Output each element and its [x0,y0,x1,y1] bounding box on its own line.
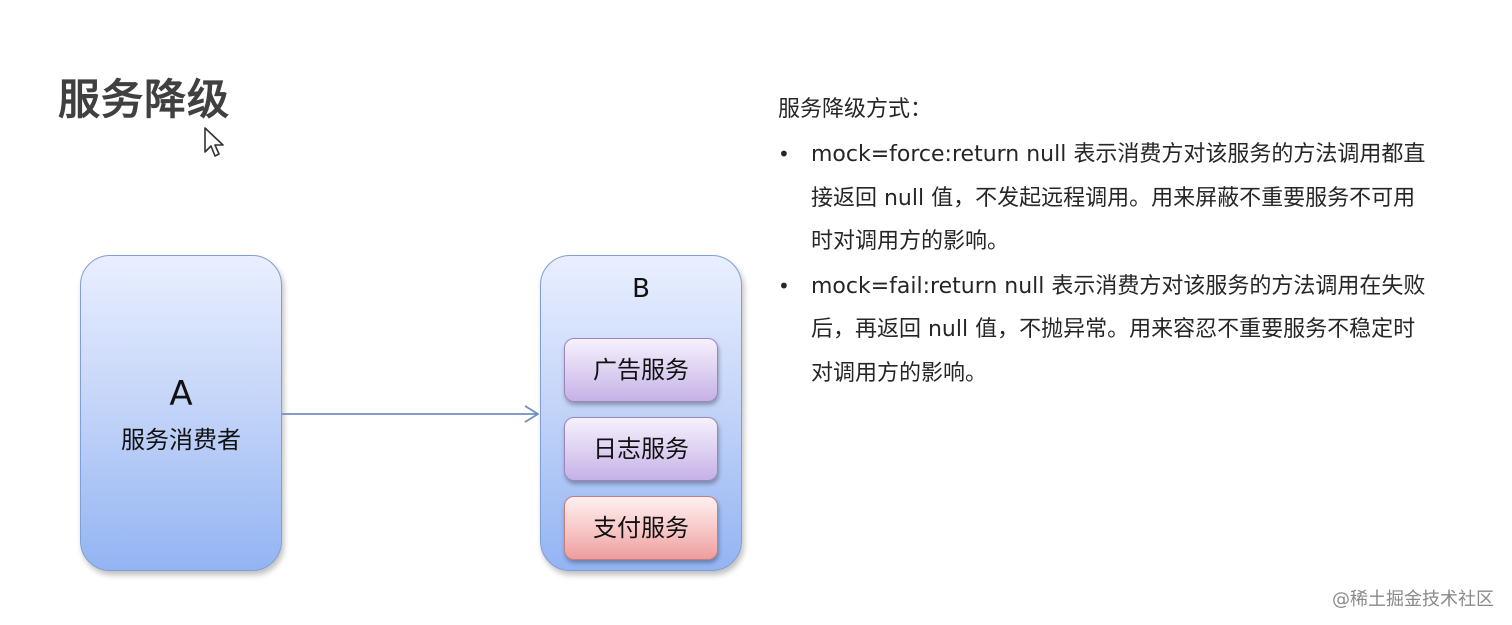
bullet-marker: • [778,142,790,166]
consumer-box [80,255,282,571]
consumer-letter: A [169,374,193,414]
bullet-line: 后，再返回 null 值，不抛异常。用来容忍不重要服务不稳定时 [811,317,1416,342]
description-heading: 服务降级方式： [778,97,933,122]
bullet-line: 对调用方的影响。 [811,360,988,386]
bullet-line: mock=fail:return null 表示消费方对该服务的方法调用在失败 [811,273,1426,299]
bullet-item-fail: • mock=fail:return null 表示消费方对该服务的方法调用在失… [778,265,1488,396]
bullet-line: mock=force:return null 表示消费方对该服务的方法调用都直 [811,142,1426,167]
service-ad: 广告服务 [564,338,718,402]
provider-letter: B [632,274,650,304]
bullet-line: 时对调用方的影响。 [811,229,1010,254]
watermark: @稀土掘金技术社区 [1332,589,1494,610]
call-arrow [282,405,539,423]
bullet-item-force: • mock=force:return null 表示消费方对该服务的方法调用都… [778,133,1488,264]
description-panel: 服务降级方式： • mock=force:return null 表示消费方对该… [778,88,1488,395]
service-log: 日志服务 [564,417,718,481]
consumer-caption: 服务消费者 [121,426,241,454]
service-payment: 支付服务 [564,496,718,560]
diagram: A 服务消费者 B 广告服务 日志服务 支付服务 [80,255,742,571]
bullet-line: 接返回 null 值，不发起远程调用。用来屏蔽不重要服务不可用 [811,185,1416,211]
bullet-marker: • [778,273,790,298]
mouse-pointer-icon [204,127,224,157]
slide-title: 服务降级 [58,75,231,124]
